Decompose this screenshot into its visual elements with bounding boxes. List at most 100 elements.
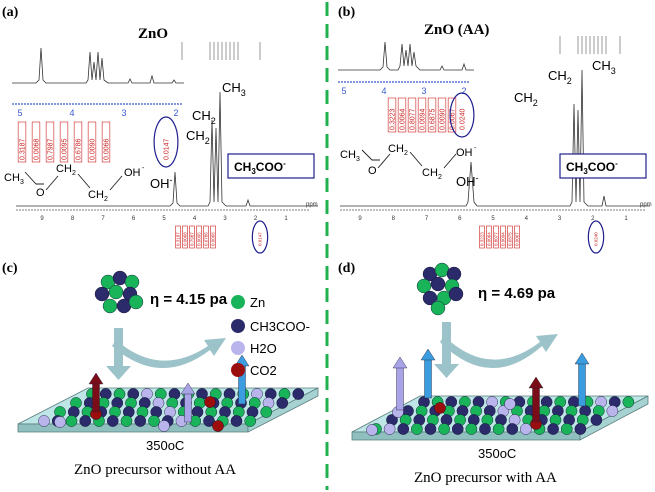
zn-particle <box>65 415 78 427</box>
svg-text:-: - <box>474 145 477 152</box>
panel-b-inset-tick: 3 <box>421 86 426 96</box>
zn-particle <box>108 284 124 300</box>
co2-particle <box>212 420 224 432</box>
panel-a-oh-label: OH- <box>150 175 173 191</box>
panel-a-ch2-lower: CH2 <box>186 128 210 146</box>
panel-a-inset-circled-ellipse <box>153 116 179 168</box>
legend-swatch <box>231 295 245 309</box>
zn-particle <box>128 294 144 310</box>
panel-a-inset-tick: 3 <box>121 108 126 118</box>
acetate-particle <box>106 415 119 427</box>
panel-a-inset-trace <box>12 47 184 84</box>
panel-a-main-trace <box>16 91 318 207</box>
zn-particle <box>416 278 432 294</box>
svg-text:OH: OH <box>456 147 473 159</box>
panel-a-main-circled-ellipse <box>251 220 269 254</box>
co2-release-arrow-head <box>88 372 104 385</box>
svg-text:CH: CH <box>340 149 356 161</box>
panel-a-inset-integral-box <box>17 121 27 163</box>
panel-a-main-integral-value: 0.7987 <box>190 232 195 246</box>
svg-text:3: 3 <box>356 156 360 163</box>
panel-a-main-integral-value: 0.3187 <box>176 232 181 246</box>
panel-b-ch2-lower: CH2 <box>514 90 538 108</box>
water-particle <box>520 423 532 435</box>
acetate-particle <box>424 423 437 435</box>
panel-b-main-integral-value: 0.3223 <box>480 232 485 246</box>
panel-d-precursor-cluster <box>416 262 464 316</box>
panel-b-main-integral-box <box>507 225 513 249</box>
panel-b-main-integral-box <box>493 225 499 249</box>
panel-b-inset-trace <box>338 41 474 71</box>
water-release-arrow-head <box>392 356 408 369</box>
acetate-particle <box>430 276 446 292</box>
panel-a-main-tick: 9 <box>40 216 44 222</box>
panel-a-inset-integral-value: 0.0066 <box>103 138 110 160</box>
water-particle <box>606 405 619 417</box>
zn-particle <box>560 423 573 435</box>
acetate-particle <box>292 388 305 400</box>
panel-d-caption: ZnO precursor with AA <box>414 470 557 486</box>
panel-b-ch3-label: CH3 <box>592 58 616 76</box>
acetate-release-arrow <box>578 361 586 407</box>
panel-b-acetate-box <box>559 153 647 179</box>
panel-b-peak-list <box>559 36 621 54</box>
panel-a-inset-circled-value: 0.0147 <box>163 138 170 160</box>
panel-c-tag: (c) <box>2 261 18 276</box>
panel-a-tag: (a) <box>2 5 19 20</box>
panel-a-inset-tick: 4 <box>69 108 74 118</box>
co2-particle <box>204 396 216 408</box>
acetate-particle <box>79 415 92 427</box>
panel-b-tag: (b) <box>338 5 355 20</box>
svg-text:CH: CH <box>56 163 72 175</box>
panel-a-inset-integral-box <box>87 121 97 163</box>
panel-a-main-integral-value: 0.0066 <box>211 232 216 246</box>
acetate-particle <box>230 415 243 427</box>
panel-b-inset-integral-box <box>417 97 427 133</box>
acetate-particle <box>134 415 147 427</box>
acetate-particle <box>203 415 215 427</box>
panel-b-inset-circled-value: 0.0240 <box>459 108 466 130</box>
panel-c-precursor-cluster <box>94 270 144 314</box>
svg-text:2: 2 <box>404 150 408 157</box>
panel-a-main-integral-box <box>210 225 216 249</box>
panel-b-main-tick: 3 <box>558 216 562 222</box>
panel-b-inset-tick: 4 <box>381 86 386 96</box>
panel-a-main-integral-box <box>182 225 188 249</box>
panel-a-inset-integral-value: 0.3187 <box>19 138 26 160</box>
panel-b-inset-integral-value: 0.0064 <box>399 108 406 130</box>
panel-b-main-tick: 7 <box>425 216 429 222</box>
legend-swatch <box>231 319 245 333</box>
zn-particle <box>102 298 118 314</box>
zn-particle <box>492 423 505 435</box>
acetate-particle <box>446 266 462 282</box>
acetate-particle <box>94 286 110 302</box>
panel-a-inset-integral-value: 0.6786 <box>75 138 82 160</box>
zn-particle <box>148 415 160 427</box>
panel-b-acetate-label: CH3COO- <box>566 159 618 176</box>
panel-a-main-integral-box <box>203 225 209 249</box>
co2-particle <box>434 402 446 414</box>
panel-b-inset-integral-box <box>437 97 447 133</box>
panel-b-main-integral-value: 0.0064 <box>487 232 492 246</box>
panel-a-main-tick: 1 <box>284 216 288 222</box>
panel-a-inset-tick: 5 <box>17 108 22 118</box>
panel-a-acetate-label: CH3COO- <box>234 159 286 176</box>
acetate-particle <box>590 414 603 426</box>
panel-d-swoosh-arrow <box>440 334 558 369</box>
panel-a-main-tick: 5 <box>162 216 166 222</box>
panel-b-inset-integral-value: 0.3223 <box>389 108 396 130</box>
svg-text:2: 2 <box>104 196 108 203</box>
zn-particle <box>244 415 257 427</box>
panel-b-main-integral-value: 0.0067 <box>515 232 520 246</box>
panel-b-main-circled-value: 0.0240 <box>594 232 599 246</box>
acetate-particle <box>574 423 587 435</box>
legend-swatch <box>231 363 245 377</box>
acetate-release-arrow-head <box>574 352 590 365</box>
panel-d-down-arrow <box>434 322 459 378</box>
panel-a-main-tick: 7 <box>101 216 105 222</box>
